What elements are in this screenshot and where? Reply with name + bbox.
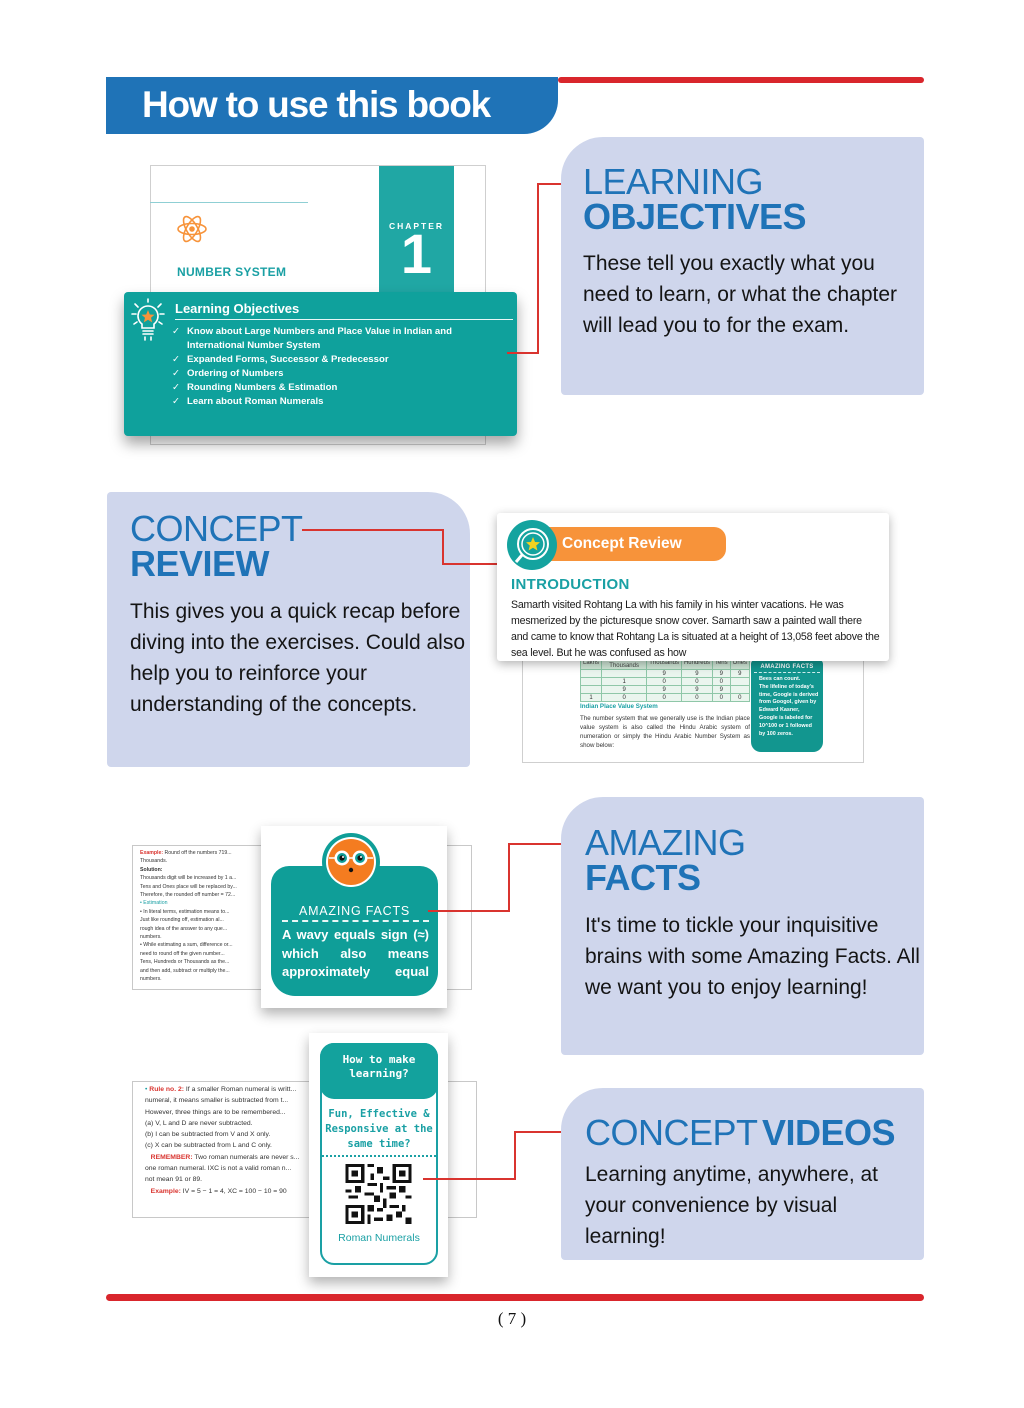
card-divider	[175, 319, 513, 320]
learning-objectives-card	[124, 292, 517, 436]
chapter-number: 1	[400, 222, 433, 285]
objectives-list: ✓Know about Large Numbers and Place Valu…	[172, 325, 492, 409]
dotted-divider	[322, 1155, 436, 1157]
sheet-subheading: Indian Place Value System	[580, 703, 658, 710]
list-item: ✓Know about Large Numbers and Place Valu…	[172, 326, 452, 351]
mini-amazing-facts-box: AMAZING FACTS Bees can count. The lifeli…	[751, 660, 823, 752]
check-icon: ✓	[172, 368, 181, 379]
check-icon: ✓	[172, 382, 181, 393]
panel-heading-bold: FACTS	[585, 857, 701, 898]
check-icon: ✓	[172, 396, 181, 407]
panel-description: Learning anytime, anywhere, at your conv…	[585, 1163, 879, 1248]
amazing-facts-panel: AMAZING FACTS It's time to tickle your i…	[561, 797, 924, 1055]
header-band	[106, 77, 558, 134]
magnifier-star-icon	[514, 528, 549, 563]
sheet-paragraph: The number system that we generally use …	[580, 715, 750, 749]
lightbulb-icon	[131, 298, 165, 341]
chapter-column	[379, 166, 454, 296]
footer-red-rule	[106, 1294, 924, 1301]
list-item: ✓Ordering of Numbers	[172, 368, 284, 379]
atom-icon	[177, 215, 207, 243]
amazing-fact-text: A wavy equals sign (≈) which also means …	[282, 927, 429, 979]
panel-heading-light: AMAZING	[585, 822, 746, 863]
page-title: How to use this book	[142, 84, 491, 125]
dashed-divider	[282, 920, 429, 922]
page-number: ( 7 )	[497, 1309, 527, 1328]
chapter-word: CHAPTER	[388, 221, 445, 231]
panel-description: These tell you exactly what you need to …	[583, 252, 898, 337]
concept-review-panel: CONCEPT REVIEW This gives you a quick re…	[107, 492, 470, 767]
sheet-divider	[150, 202, 308, 203]
place-value-table: Lakhs Ten Thousands Thousands Hundreds T…	[579, 656, 751, 702]
concept-review-label: Concept Review	[562, 535, 682, 552]
check-icon: ✓	[172, 326, 181, 337]
list-item: ✓Learn about Roman Numerals	[172, 396, 324, 407]
header-red-rule	[558, 77, 924, 83]
concept-videos-panel: CONCEPT VIDEOS Learning anytime, anywher…	[561, 1088, 924, 1260]
learning-objectives-panel: LEARNING OBJECTIVES These tell you exact…	[561, 137, 924, 395]
panel-description: It's time to tickle your inquisitive bra…	[585, 914, 920, 999]
panel-heading-bold: REVIEW	[130, 543, 270, 584]
list-item: ✓Rounding Numbers & Estimation	[172, 382, 338, 393]
qr-code-icon[interactable]	[345, 1164, 412, 1224]
card-tagline: Fun, Effective & Responsive at the same …	[325, 1108, 433, 1150]
card-header	[320, 1043, 438, 1099]
qr-caption: Roman Numerals	[338, 1232, 420, 1244]
chapter-title: NUMBER SYSTEM	[177, 265, 287, 279]
sheet-text: • Rule no. 2: If a smaller Roman numeral…	[145, 1086, 300, 1195]
introduction-text: Samarth visited Rohtang La with his fami…	[511, 599, 880, 659]
panel-heading-light: CONCEPT	[130, 508, 303, 549]
card-header-text: How to make learning?	[342, 1053, 416, 1080]
introduction-heading: INTRODUCTION	[511, 576, 630, 593]
panel-heading-bold: OBJECTIVES	[583, 196, 807, 237]
panel-heading-light: LEARNING	[583, 161, 764, 202]
panel-heading-bold: VIDEOS	[761, 1112, 896, 1153]
learning-objectives-card-title: Learning Objectives	[175, 301, 300, 316]
amazing-facts-card-title: AMAZING FACTS	[298, 904, 411, 918]
sheet-text: Example: Round off the numbers 719... Th…	[140, 850, 237, 983]
check-icon: ✓	[172, 354, 181, 365]
panel-description: This gives you a quick recap before divi…	[130, 600, 466, 716]
panel-heading-light: CONCEPT	[585, 1112, 758, 1153]
concept-review-pill	[528, 527, 726, 561]
list-item: ✓Expanded Forms, Successor & Predecessor	[172, 354, 389, 365]
owl-face-icon	[322, 833, 380, 891]
